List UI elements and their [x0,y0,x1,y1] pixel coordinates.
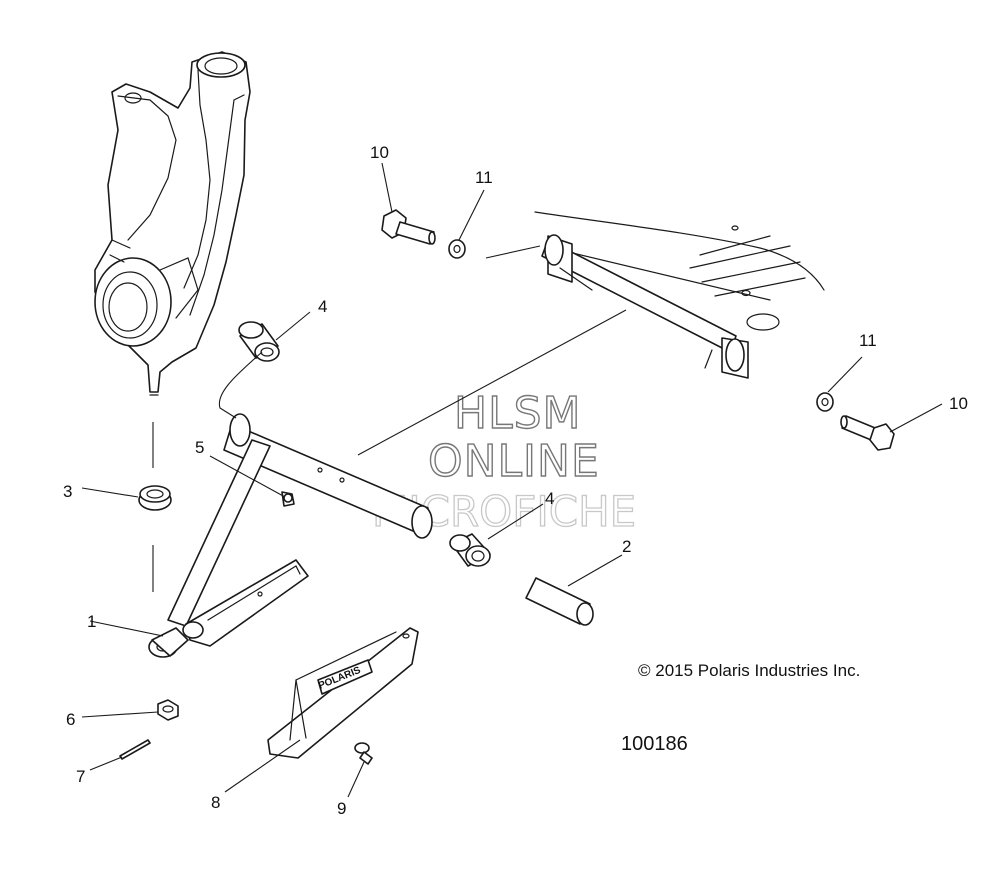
frame-crossmember [534,211,825,379]
castle-nut [157,699,179,721]
bolt-lower [840,415,895,451]
watermark-line-2: ONLINE [428,436,600,487]
callout-2: 2 [622,537,631,556]
a-arm-guard: POLARIS [267,627,419,759]
callout-5: 5 [195,438,204,457]
guard-screw [354,742,373,765]
cotter-pin [119,739,151,760]
callout-11-lower: 11 [859,331,877,350]
bushing-lower [449,533,491,567]
grease-fitting [281,491,295,507]
bolt-upper [381,209,436,245]
callout-9: 9 [337,799,346,818]
callout-4-lower: 4 [545,489,554,508]
washer-lower [816,392,834,412]
callout-6: 6 [66,710,75,729]
callouts: 1 2 3 4 4 5 6 7 8 9 10 10 11 11 [63,143,968,818]
a-arm [148,413,433,658]
steering-knuckle [94,51,251,396]
callout-10-lower: 10 [949,394,968,413]
washer-upper [448,239,466,259]
callout-4-upper: 4 [318,297,327,316]
callout-3: 3 [63,482,72,501]
callout-8: 8 [211,793,220,812]
callout-11-upper: 11 [475,168,493,187]
copyright-text: © 2015 Polaris Industries Inc. [638,661,860,680]
callout-7: 7 [76,767,85,786]
leader-lines [81,162,943,798]
callout-1: 1 [87,612,96,631]
bushing-upper [238,321,280,362]
diagram-number: 100186 [621,733,688,755]
pivot-tube [525,577,594,626]
watermark-line-1: HLSM [454,388,582,439]
ball-joint-cap [138,485,172,511]
callout-10-upper: 10 [370,143,389,162]
